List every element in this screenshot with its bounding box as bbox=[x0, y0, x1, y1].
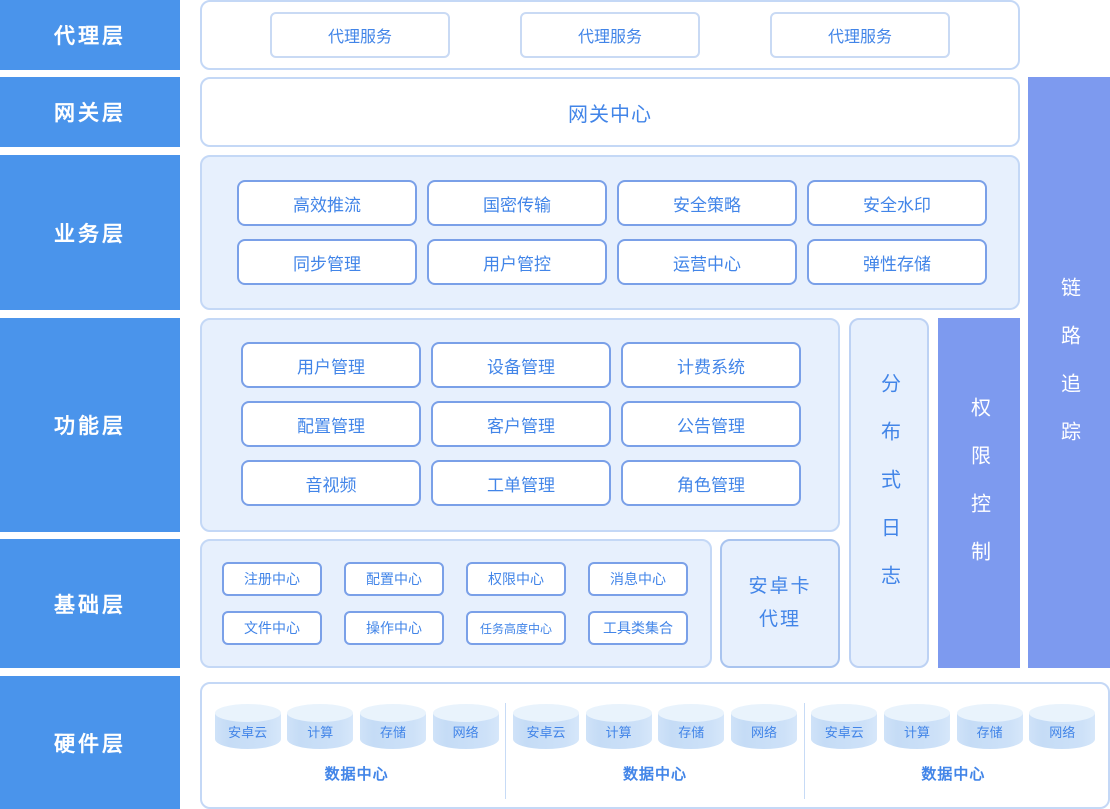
business-item-box: 用户管控 bbox=[427, 239, 607, 285]
cylinder-label: 安卓云 bbox=[824, 724, 864, 740]
datacenter-group: 安卓云 计算 存储 网络 数据中心 bbox=[505, 702, 803, 799]
cylinder-label: 安卓云 bbox=[526, 724, 566, 740]
base-panel bbox=[200, 539, 712, 668]
agent-service-box: 代理服务 bbox=[520, 12, 700, 58]
database-cylinder-icon: 存储 bbox=[359, 703, 426, 749]
cylinder-label: 计算 bbox=[307, 724, 334, 740]
android-card-agent-line1: 安卓卡 bbox=[748, 576, 812, 598]
cylinder-label: 网络 bbox=[750, 724, 777, 740]
sidebar-layer-hardware: 硬件层 bbox=[0, 676, 180, 809]
cylinder-label: 存储 bbox=[678, 724, 705, 740]
function-item-box: 配置管理 bbox=[241, 401, 421, 447]
datacenter-label: 数据中心 bbox=[324, 765, 389, 783]
business-item-box: 运营中心 bbox=[617, 239, 797, 285]
function-item-box: 公告管理 bbox=[621, 401, 801, 447]
business-item-box: 同步管理 bbox=[237, 239, 417, 285]
cylinder-label: 存储 bbox=[976, 724, 1003, 740]
cylinder-row: 安卓云 计算 存储 网络 bbox=[208, 703, 505, 749]
sidebar-layer-base: 基础层 bbox=[0, 539, 180, 668]
business-item-box: 安全水印 bbox=[807, 180, 987, 226]
database-cylinder-icon: 网络 bbox=[432, 703, 499, 749]
business-item-box: 弹性存储 bbox=[807, 239, 987, 285]
business-item-box: 国密传输 bbox=[427, 180, 607, 226]
database-cylinder-icon: 安卓云 bbox=[214, 703, 281, 749]
datacenter-label: 数据中心 bbox=[921, 765, 986, 783]
base-item-box: 文件中心 bbox=[222, 611, 322, 645]
sidebar-layer-function: 功能层 bbox=[0, 318, 180, 532]
permission-control-bar: 权限控制 bbox=[938, 318, 1020, 668]
agent-row: 代理服务 代理服务 代理服务 bbox=[200, 0, 1020, 70]
link-trace-bar: 链路追踪 bbox=[1028, 77, 1110, 668]
base-item-box: 消息中心 bbox=[588, 562, 688, 596]
distributed-log-bar: 分布式日志 bbox=[849, 318, 929, 668]
agent-service-box: 代理服务 bbox=[770, 12, 950, 58]
function-item-box: 音视频 bbox=[241, 460, 421, 506]
database-cylinder-icon: 计算 bbox=[287, 703, 354, 749]
function-item-box: 客户管理 bbox=[431, 401, 611, 447]
distributed-log-label: 分布式日志 bbox=[877, 373, 900, 613]
database-cylinder-icon: 网络 bbox=[1029, 703, 1096, 749]
function-grid: 用户管理 设备管理 计费系统 配置管理 客户管理 公告管理 音视频 工单管理 角… bbox=[200, 318, 840, 532]
cylinder-row: 安卓云 计算 存储 网络 bbox=[805, 703, 1102, 749]
database-cylinder-icon: 安卓云 bbox=[811, 703, 878, 749]
database-cylinder-icon: 存储 bbox=[658, 703, 725, 749]
gateway-center-box: 网关中心 bbox=[200, 77, 1020, 147]
base-item-box: 任务高度中心 bbox=[466, 611, 566, 645]
base-grid: 注册中心 配置中心 权限中心 消息中心 文件中心 操作中心 任务高度中心 工具类… bbox=[200, 539, 712, 668]
sidebar-layer-agent: 代理层 bbox=[0, 0, 180, 70]
base-item-box: 配置中心 bbox=[344, 562, 444, 596]
function-item-box: 角色管理 bbox=[621, 460, 801, 506]
base-item-box: 权限中心 bbox=[466, 562, 566, 596]
android-card-agent-line2: 代理 bbox=[758, 608, 801, 630]
business-grid: 高效推流 国密传输 安全策略 安全水印 同步管理 用户管控 运营中心 弹性存储 bbox=[200, 155, 1020, 310]
cylinder-label: 网络 bbox=[1049, 724, 1076, 740]
cylinder-row: 安卓云 计算 存储 网络 bbox=[506, 703, 803, 749]
function-item-box: 工单管理 bbox=[431, 460, 611, 506]
cylinder-label: 网络 bbox=[452, 724, 479, 740]
database-cylinder-icon: 计算 bbox=[585, 703, 652, 749]
agent-service-box: 代理服务 bbox=[270, 12, 450, 58]
permission-control-label: 权限控制 bbox=[967, 397, 990, 589]
base-item-box: 注册中心 bbox=[222, 562, 322, 596]
business-item-box: 高效推流 bbox=[237, 180, 417, 226]
sidebar-layer-gateway: 网关层 bbox=[0, 77, 180, 147]
datacenter-group: 安卓云 计算 存储 网络 数据中心 bbox=[208, 703, 505, 799]
datacenter-label: 数据中心 bbox=[622, 765, 687, 783]
database-cylinder-icon: 存储 bbox=[956, 703, 1023, 749]
cylinder-label: 计算 bbox=[605, 724, 632, 740]
sidebar-layer-business: 业务层 bbox=[0, 155, 180, 310]
cylinder-label: 安卓云 bbox=[228, 724, 268, 740]
base-item-box: 工具类集合 bbox=[588, 611, 688, 645]
database-cylinder-icon: 计算 bbox=[883, 703, 950, 749]
android-card-agent-box: 安卓卡 代理 bbox=[720, 539, 840, 668]
function-item-box: 用户管理 bbox=[241, 342, 421, 388]
cylinder-label: 存储 bbox=[379, 724, 406, 740]
database-cylinder-icon: 网络 bbox=[730, 703, 797, 749]
hardware-row: 安卓云 计算 存储 网络 数据中心 安卓云 计算 存储 网络 数据中心 安卓云 … bbox=[200, 682, 1110, 809]
function-item-box: 计费系统 bbox=[621, 342, 801, 388]
cylinder-label: 计算 bbox=[903, 724, 930, 740]
business-item-box: 安全策略 bbox=[617, 180, 797, 226]
database-cylinder-icon: 安卓云 bbox=[512, 703, 579, 749]
function-item-box: 设备管理 bbox=[431, 342, 611, 388]
base-item-box: 操作中心 bbox=[344, 611, 444, 645]
datacenter-group: 安卓云 计算 存储 网络 数据中心 bbox=[803, 702, 1102, 799]
link-trace-label: 链路追踪 bbox=[1057, 276, 1080, 469]
